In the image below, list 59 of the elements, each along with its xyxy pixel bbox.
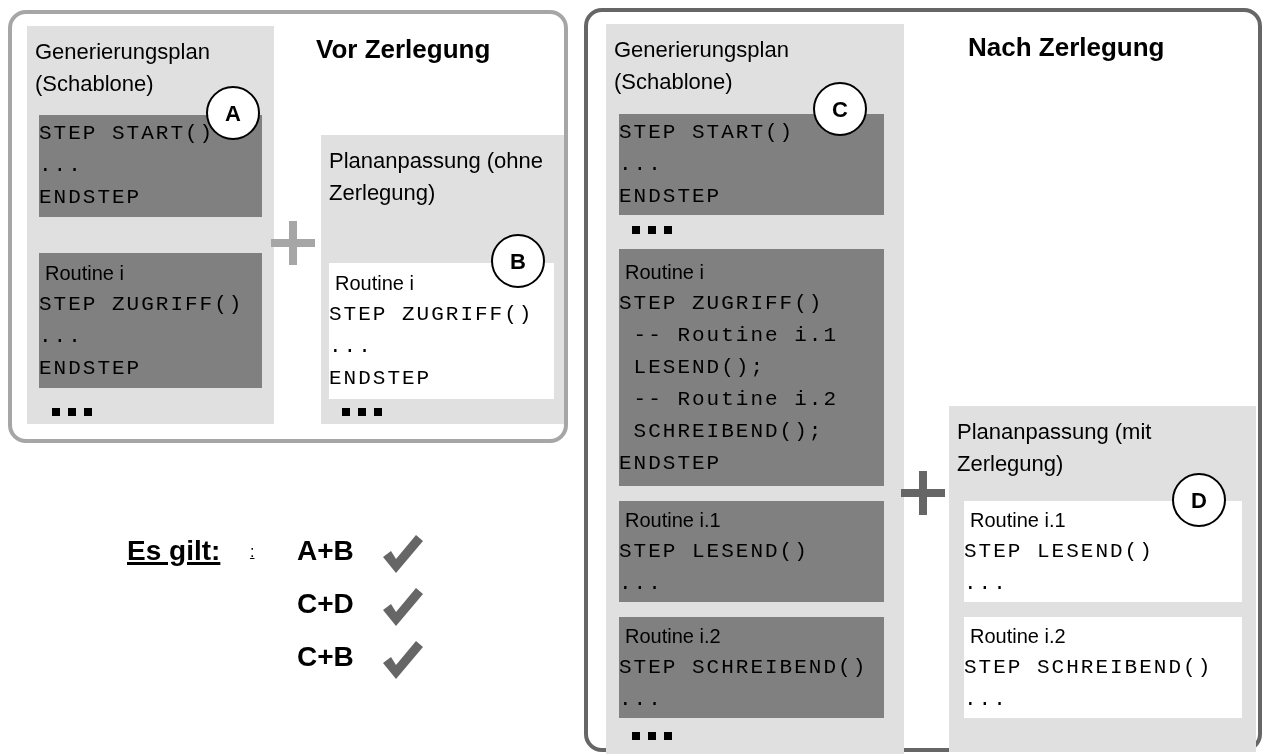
code-line: STEP ZUGRIFF(): [329, 302, 535, 328]
plan-panel: [321, 135, 564, 424]
code-line: ...: [964, 570, 1009, 597]
code-block: [964, 617, 1242, 718]
panel-heading: Plananpassung (mit Zerlegung): [957, 418, 1153, 478]
note-text: :: [250, 542, 255, 562]
routine-label: Routine i: [624, 259, 705, 285]
code-block: [39, 253, 262, 388]
code-line: STEP ZUGRIFF(): [39, 291, 245, 318]
note-text: C+B: [297, 640, 354, 674]
code-line: SCHREIBEND();: [632, 418, 825, 445]
code-block: [619, 501, 884, 602]
group-title: Nach Zerlegung: [968, 31, 1165, 64]
code-line: STEP SCHREIBEND(): [964, 654, 1214, 681]
code-line: ENDSTEP: [619, 450, 723, 477]
routine-label: Routine i.1: [624, 507, 722, 533]
code-line: STEP LESEND(): [619, 538, 810, 565]
plan-panel: [606, 24, 904, 754]
group-frame: [584, 8, 1262, 752]
routine-label: Routine i: [44, 260, 125, 286]
code-line: ...: [619, 151, 664, 178]
code-line: STEP START(): [39, 121, 216, 147]
routine-label: Routine i: [334, 271, 415, 296]
panel-heading: Generierungsplan (Schablone): [614, 36, 790, 96]
code-line: ENDSTEP: [329, 366, 433, 392]
marker-letter: A: [225, 99, 241, 128]
note-text: Es gilt:: [127, 534, 221, 568]
panel-heading: Plananpassung (ohne Zerlegung): [329, 147, 545, 207]
code-line: -- Routine i.1: [632, 322, 840, 349]
code-line: ...: [39, 323, 84, 350]
note-text: C+D: [297, 587, 354, 621]
plan-panel: [949, 406, 1256, 752]
panel-heading: Generierungsplan (Schablone): [35, 38, 211, 98]
code-line: STEP START(): [619, 119, 796, 146]
group-title: Vor Zerlegung: [316, 33, 491, 66]
code-line: ...: [964, 686, 1009, 713]
code-line: ...: [619, 570, 664, 597]
marker-letter: C: [832, 95, 848, 124]
code-line: ...: [329, 334, 374, 360]
code-block: [619, 249, 884, 486]
code-block: [619, 617, 884, 718]
code-line: STEP LESEND(): [964, 538, 1155, 565]
group-frame: [8, 10, 568, 443]
code-line: ...: [619, 686, 664, 713]
code-line: ENDSTEP: [39, 355, 143, 382]
code-line: ENDSTEP: [39, 185, 143, 211]
code-line: STEP SCHREIBEND(): [619, 654, 869, 681]
code-line: ...: [39, 153, 84, 179]
routine-label: Routine i.1: [969, 507, 1067, 533]
routine-label: Routine i.2: [624, 623, 722, 649]
routine-label: Routine i.2: [969, 623, 1067, 649]
marker-letter: B: [510, 247, 526, 276]
code-line: STEP ZUGRIFF(): [619, 290, 825, 317]
code-line: -- Routine i.2: [632, 386, 840, 413]
marker-letter: D: [1191, 486, 1207, 515]
plan-panel: [27, 26, 274, 424]
code-line: LESEND();: [632, 354, 767, 381]
note-text: A+B: [297, 534, 354, 568]
code-line: ENDSTEP: [619, 183, 723, 210]
